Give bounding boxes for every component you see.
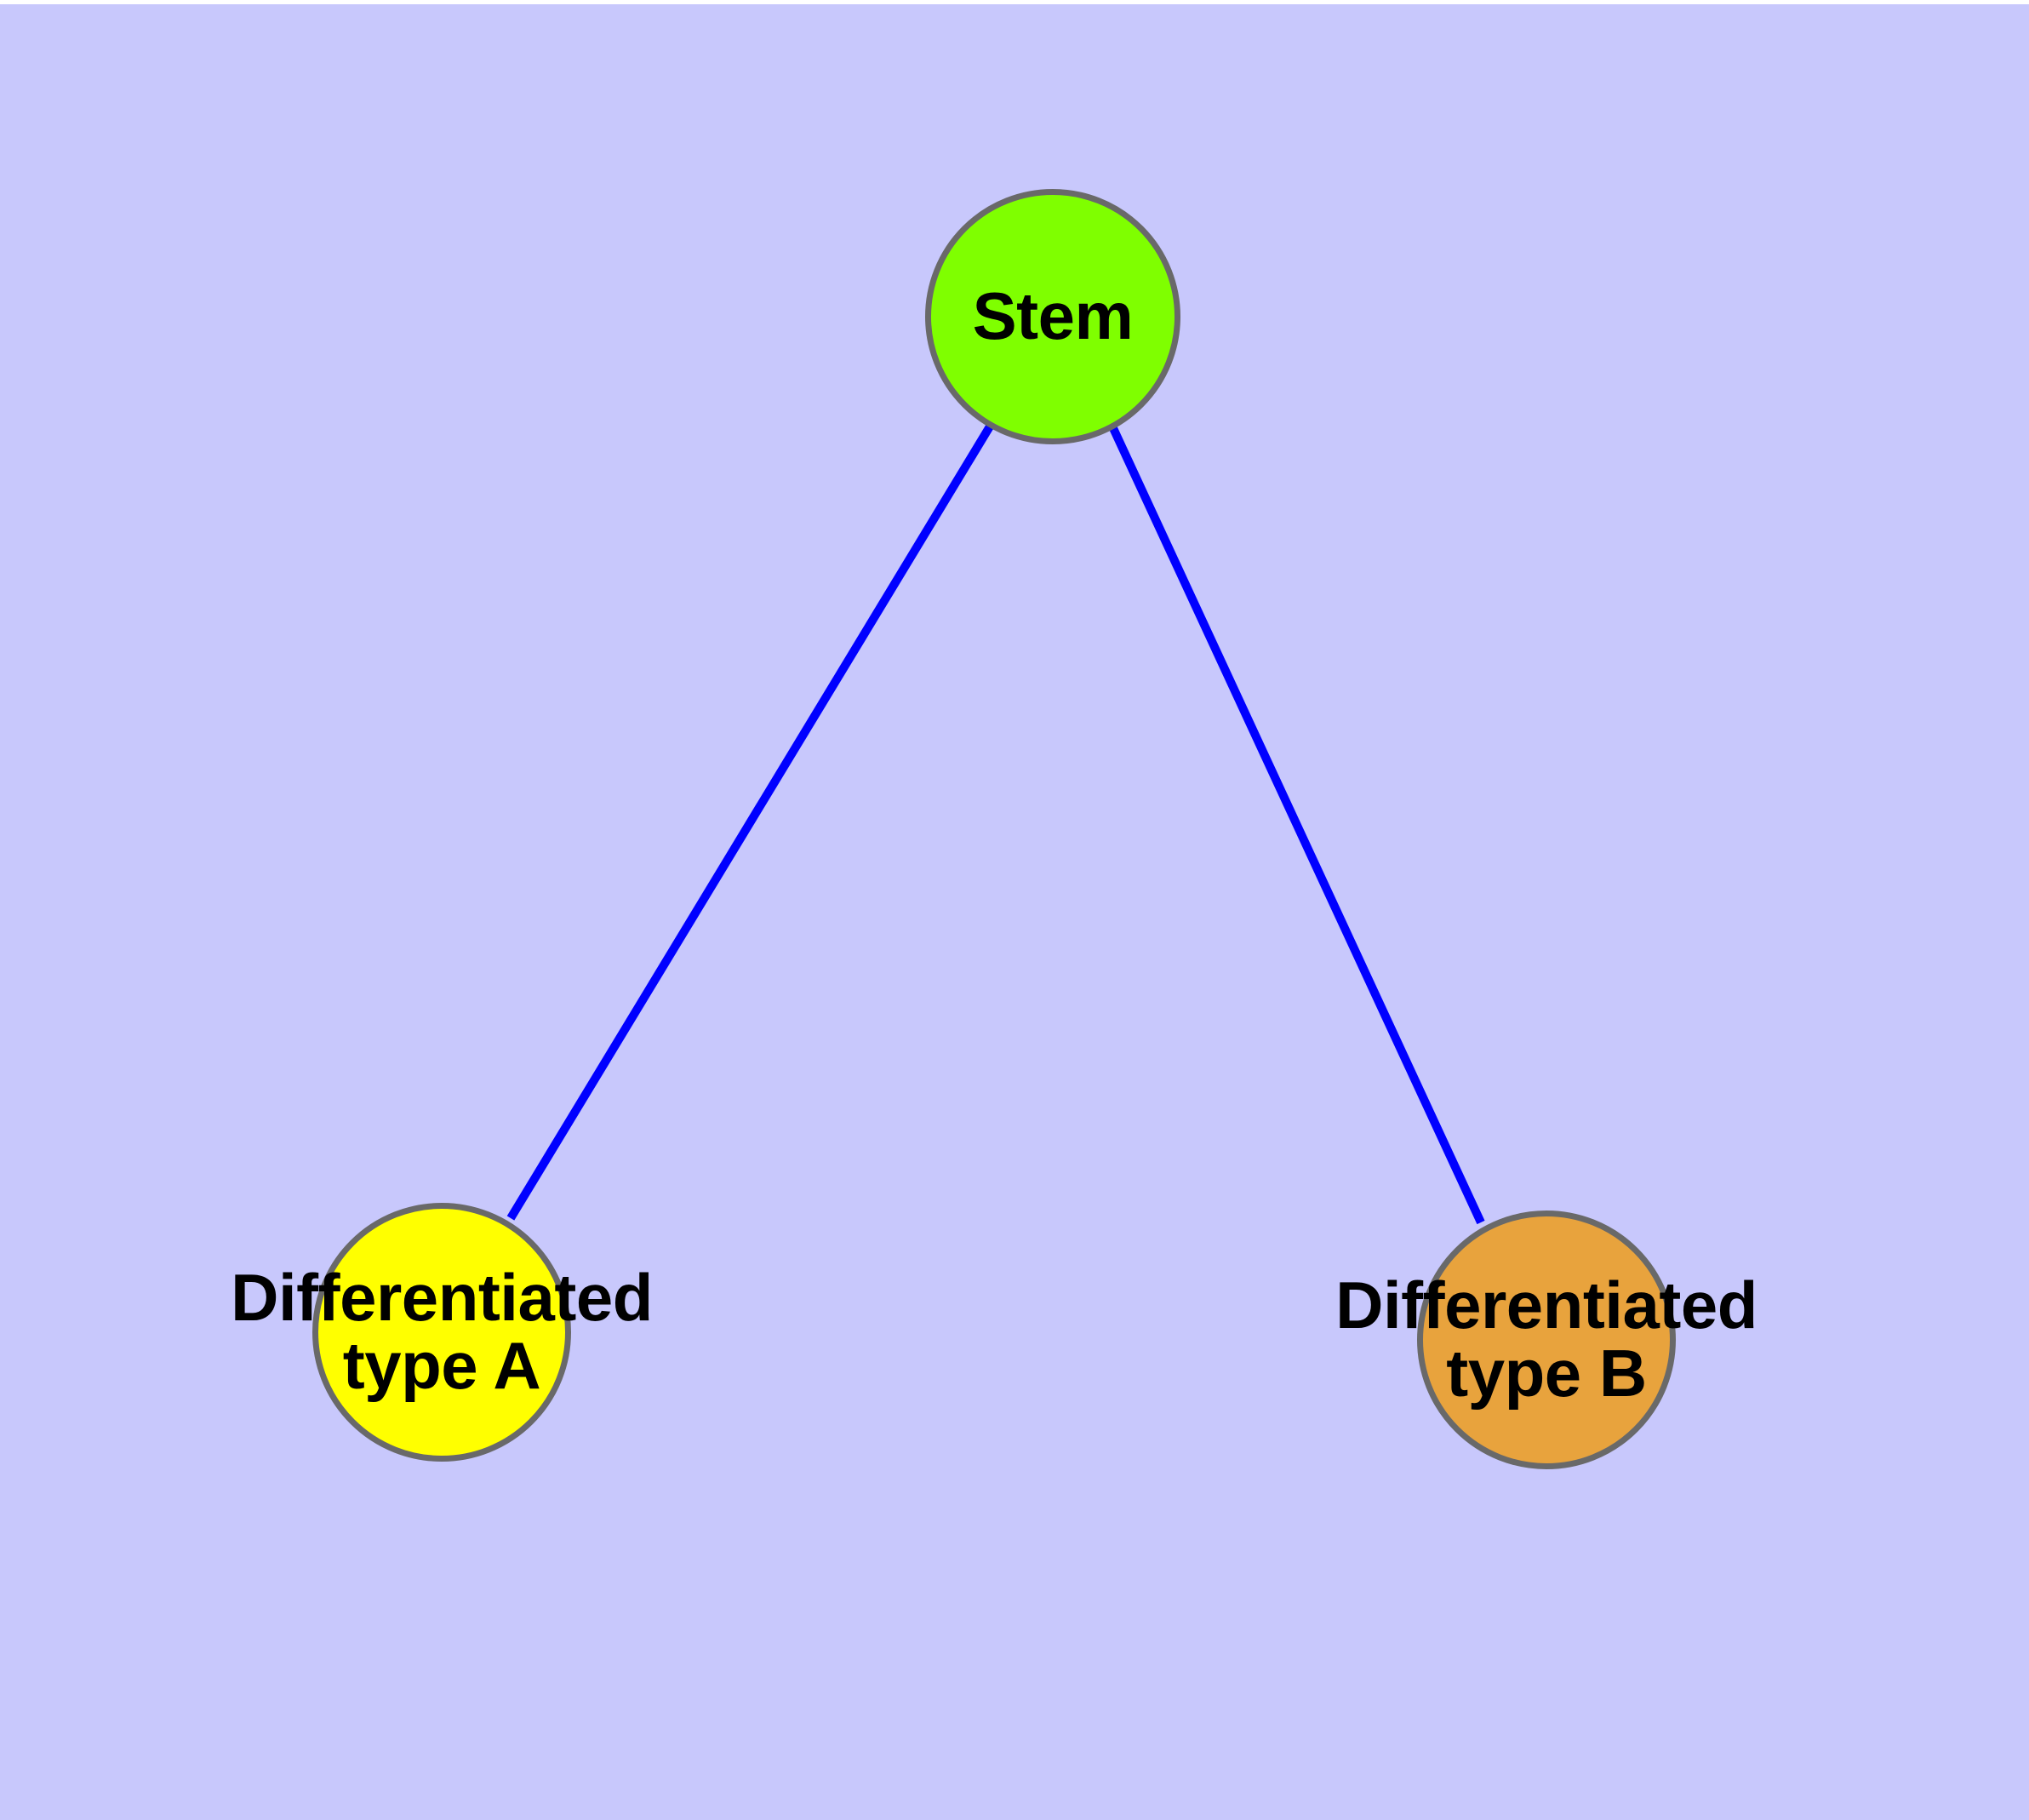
edge-stem-to-diff-type-b [1109,426,1485,1225]
node-diff-type-b[interactable] [1417,1210,1676,1469]
node-diff-type-a[interactable] [312,1203,571,1462]
node-stem[interactable] [925,189,1180,444]
edge-stem-to-diff-type-a [506,424,994,1221]
top-white-strip [0,0,2029,4]
